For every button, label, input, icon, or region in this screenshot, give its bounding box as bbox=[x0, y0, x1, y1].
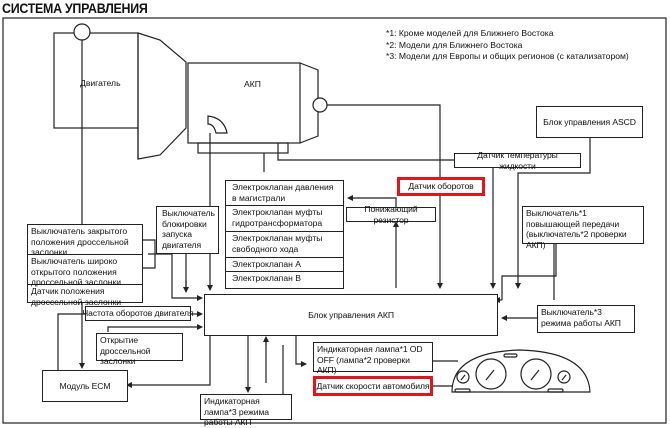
throttle-switch-stack: Выключатель закрытого положения дроссель… bbox=[27, 224, 143, 307]
mode-switch-box: Выключатель*3 режима работы АКП bbox=[537, 305, 635, 333]
solenoid-a: Электроклапан A bbox=[226, 258, 343, 272]
od-lamp-box: Индикаторная лампа*1 OD OFF (лампа*2 про… bbox=[313, 342, 433, 375]
diagram-title: СИСТЕМА УПРАВЛЕНИЯ bbox=[2, 1, 148, 16]
instrument-cluster-icon bbox=[451, 349, 591, 393]
engine-speed-box: Частота оборотов двигателя bbox=[83, 306, 194, 321]
mode-lamp-box: Индикаторная лампа*3 режима работы АКП bbox=[200, 394, 292, 427]
transmission-drawing bbox=[187, 62, 328, 154]
inhibitor-switch-box: Выключатель блокировки запуска двигателя bbox=[156, 206, 219, 254]
footnote-1: *1: Кроме моделей для Ближнего Востока bbox=[386, 28, 554, 38]
ecm-box: Модуль ECM bbox=[42, 370, 128, 402]
fluid-temp-sensor-box: Датчик температуры жидкости bbox=[454, 150, 581, 171]
solenoid-stack: Электроклапан давления в магистрали Элек… bbox=[225, 180, 344, 289]
solenoid-b: Электроклапан B bbox=[232, 273, 301, 283]
throttle-position-sensor: Датчик положения дроссельной заслонки bbox=[31, 286, 122, 307]
rpm-sensor-box: Датчик оборотов bbox=[397, 177, 485, 196]
engine-label: Двигатель bbox=[80, 78, 121, 88]
footnote-2: *2: Модели для Ближнего Востока bbox=[386, 39, 523, 50]
outer-frame bbox=[2, 17, 667, 424]
solenoid-overrun-clutch: Электроклапан муфты свободного хода bbox=[226, 232, 343, 258]
footnotes: *1: Кроме моделей для Ближнего Востока *… bbox=[386, 28, 629, 63]
solenoid-torque-converter: Электроклапан муфты гидротрансформатора bbox=[226, 206, 343, 232]
solenoid-line-pressure: Электроклапан давления в магистрали bbox=[226, 181, 343, 206]
transmission-label: АКП bbox=[244, 79, 261, 89]
overdrive-switch-box: Выключатель*1 повышающей передачи (выклю… bbox=[522, 206, 644, 250]
closed-throttle-switch: Выключатель закрытого положения дроссель… bbox=[28, 225, 142, 257]
ascd-unit-box: Блок управления ASCD bbox=[536, 106, 643, 138]
wide-open-throttle-switch: Выключатель широко открытого положения д… bbox=[28, 255, 142, 287]
footnote-3: *3: Модели для Европы и общих регионов (… bbox=[386, 51, 629, 61]
tcm-box: Блок управления АКП bbox=[204, 294, 498, 336]
vehicle-speed-sensor-box: Датчик скорости автомобиля bbox=[313, 376, 433, 396]
throttle-opening-box: Открытие дроссельной заслонки bbox=[96, 333, 183, 366]
dropping-resistor-box: Понижающий резистор bbox=[346, 204, 436, 225]
